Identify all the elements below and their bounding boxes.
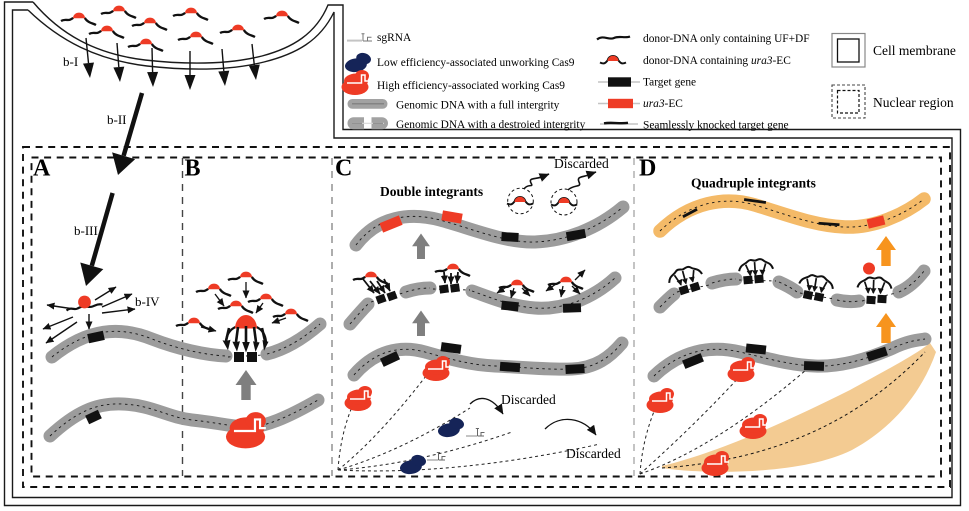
svg-text:Discarded: Discarded (554, 156, 609, 171)
svg-text:Discarded: Discarded (566, 446, 621, 461)
svg-text:Discarded: Discarded (501, 392, 556, 407)
svg-text:b-IV: b-IV (135, 294, 160, 309)
svg-text:donor-DNA containing ura3-EC: donor-DNA containing ura3-EC (643, 55, 791, 67)
svg-text:sgRNA: sgRNA (377, 32, 412, 44)
svg-text:B: B (185, 156, 201, 182)
svg-text:Genomic DNA with a full interg: Genomic DNA with a full intergrity (396, 100, 560, 112)
svg-text:Double integrants: Double integrants (380, 184, 483, 199)
svg-text:Seamlessly knocked target gene: Seamlessly knocked target gene (643, 120, 789, 132)
svg-text:ura3-EC: ura3-EC (643, 98, 683, 110)
svg-text:Genomic DNA with a destroied i: Genomic DNA with a destroied intergrity (396, 119, 586, 131)
svg-text:Cell membrane: Cell membrane (873, 43, 956, 58)
svg-text:b-I: b-I (63, 54, 78, 69)
svg-text:Quadruple integrants: Quadruple integrants (691, 176, 816, 191)
svg-text:Nuclear region: Nuclear region (873, 95, 954, 110)
svg-text:donor-DNA only containing UF+D: donor-DNA only containing UF+DF (643, 33, 810, 45)
svg-text:A: A (33, 156, 51, 182)
svg-text:b-II: b-II (107, 112, 127, 127)
svg-text:Low efficiency-associated unwo: Low efficiency-associated unworking Cas9 (377, 57, 575, 69)
svg-text:High efficiency-associated wor: High efficiency-associated working Cas9 (377, 80, 565, 92)
svg-text:C: C (335, 156, 352, 182)
svg-text:D: D (639, 156, 656, 182)
svg-text:b-III: b-III (74, 223, 98, 238)
svg-text:Target gene: Target gene (643, 77, 696, 89)
